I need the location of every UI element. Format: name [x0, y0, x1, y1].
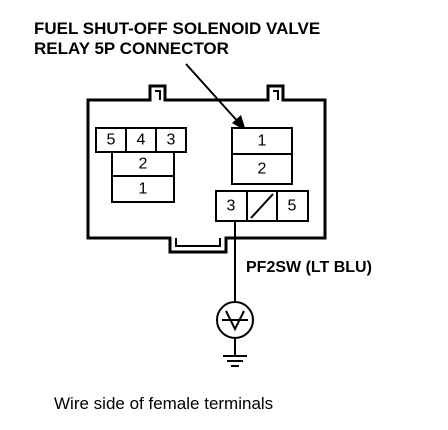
left-cavity-group: 5 4 3 2 1 — [95, 127, 187, 203]
voltmeter-icon — [216, 301, 254, 339]
left-top-row — [95, 127, 187, 153]
pin-2-left: 2 — [139, 156, 148, 173]
right-cavity-group: 1 2 3 5 — [215, 127, 309, 222]
caption: Wire side of female terminals — [54, 394, 273, 413]
connector-housing — [86, 84, 327, 254]
pin-3-right: 3 — [227, 198, 236, 215]
left-bottom-cell — [111, 175, 175, 203]
pin-1-right: 1 — [258, 133, 267, 150]
right-top-cell — [231, 127, 293, 155]
ground-icon — [223, 355, 247, 367]
pin-1-left: 1 — [139, 181, 148, 198]
right-middle-cell — [231, 153, 293, 185]
pin-2-right: 2 — [258, 161, 267, 178]
pin-3-left: 3 — [167, 132, 176, 149]
wire-label: PF2SW (LT BLU) — [246, 259, 372, 276]
housing-tab-bottom — [175, 238, 221, 247]
housing-tab-right — [273, 90, 279, 100]
probe-marker — [250, 193, 274, 219]
title-line-1: FUEL SHUT-OFF SOLENOID VALVE — [34, 19, 320, 38]
pin-4-left: 4 — [137, 132, 146, 149]
housing-tab-left — [155, 90, 161, 100]
title-line-2: RELAY 5P CONNECTOR — [34, 39, 229, 58]
pin-5-left: 5 — [107, 132, 116, 149]
pin-5-right: 5 — [288, 198, 297, 215]
leader-arrow — [185, 63, 246, 131]
left-middle-cell — [111, 151, 175, 177]
